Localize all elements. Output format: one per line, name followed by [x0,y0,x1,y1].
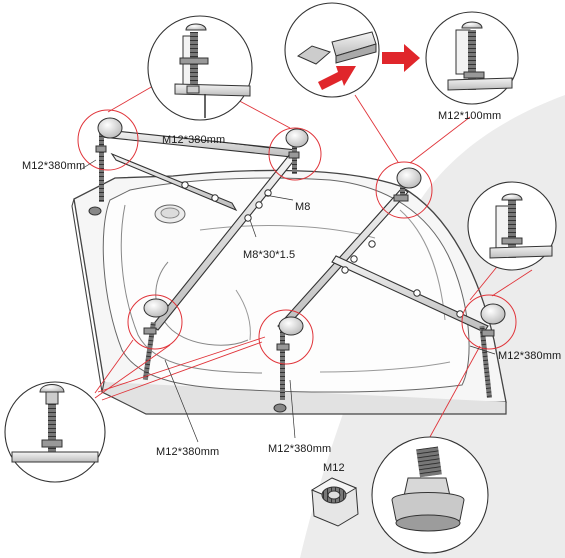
leg-right-top [393,167,422,202]
label-m12-top-center: M12*380mm [162,134,226,146]
leg-top-center [285,128,309,174]
bathtub-basin [102,177,470,393]
label-m12-bottom-left: M12*380mm [156,446,220,458]
label-m8: M8 [295,201,311,213]
callout-markers [77,109,517,365]
nut-detail [310,477,359,527]
detail-foot [371,436,489,554]
leg-center-bottom [273,316,304,413]
leg-left-middle [142,298,169,381]
bathtub [71,169,507,415]
leg-top-left [88,117,123,216]
label-leaders [79,140,496,443]
label-m8-30: M8*30*1.5 [243,249,296,261]
detail-top-left [147,15,253,121]
label-m12-top-left: M12*380mm [22,160,86,172]
rail-right [331,255,489,333]
label-m12-nut: M12 [323,462,345,474]
rail-top-center [110,152,238,212]
insert-arrow-icon [318,66,356,90]
support-legs [88,117,506,413]
leg-right-bottom [479,303,506,399]
detail-right [467,181,557,271]
clip-nut-icon [296,45,331,65]
label-m12-bottom-center: M12*380mm [268,443,332,455]
label-m12-right: M12*380mm [498,350,562,362]
support-rails [101,129,489,333]
detail-top-right [425,11,519,105]
rail-bolts [181,181,464,318]
detail-clip [284,2,380,98]
detail-bottom-left [4,381,106,483]
label-m12-100: M12*100mm [438,110,502,122]
direction-arrow-icon [382,44,420,72]
